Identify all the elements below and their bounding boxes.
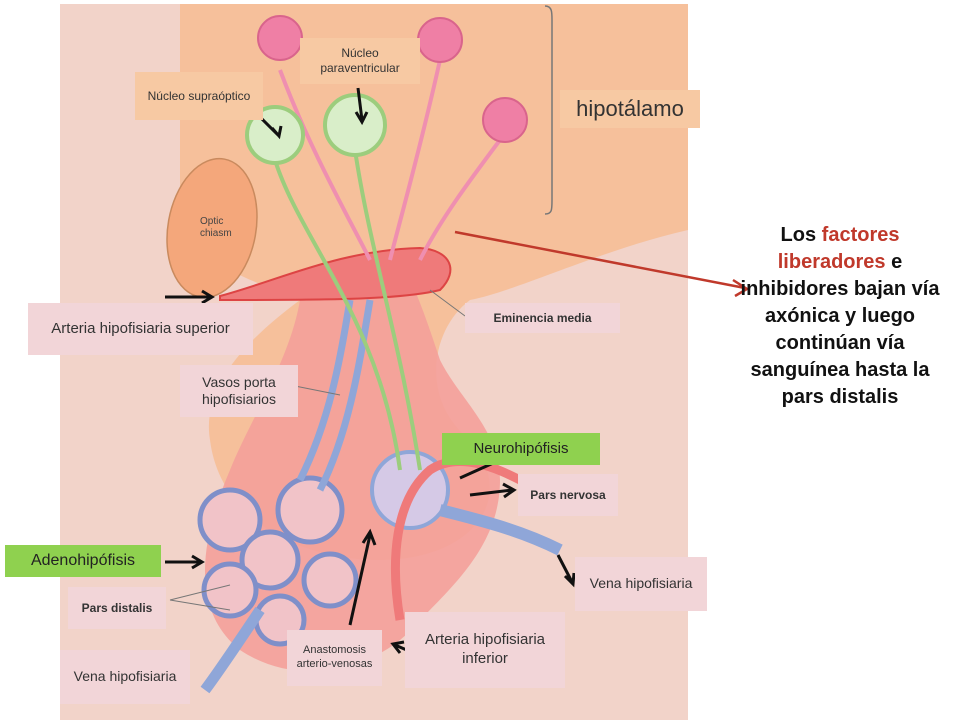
label-median-eminence: Eminencia media (465, 303, 620, 333)
axon (353, 149, 422, 471)
pars-distalis-lobules (197, 475, 359, 647)
label-supraoptic: Núcleo supraóptico (135, 72, 263, 120)
neuron (245, 105, 305, 165)
neuron (482, 97, 528, 143)
lobule (201, 561, 259, 619)
optic-chiasm-label-line: Optic (200, 216, 223, 227)
red-pointer-arrow (454, 230, 750, 298)
capillary-plexus (219, 246, 452, 302)
arrow (348, 528, 377, 626)
label-paraventricular: Núcleo paraventricular (300, 38, 420, 84)
leader-line (429, 289, 466, 317)
label-portal-vessels: Vasos porta hipofisiarios (180, 365, 298, 417)
lobule (239, 529, 301, 591)
leader-line (289, 384, 341, 396)
leader-lines (169, 289, 466, 611)
label-neurohypophysis: Neurohipófisis (442, 433, 600, 465)
inferior-artery-vessel (390, 457, 523, 621)
explanation-text: Los factores liberadores e inhibidores b… (730, 222, 950, 411)
arrow (165, 554, 205, 570)
portal-vessels (296, 299, 374, 492)
axon (418, 138, 502, 261)
axon (278, 69, 372, 261)
pointer-arrows (165, 87, 576, 662)
label-vein-left: Vena hipofisiaria (60, 650, 190, 704)
axon (273, 159, 402, 471)
pink-neurons (257, 15, 528, 143)
label-pars-nervosa: Pars nervosa (518, 474, 618, 516)
neuron (257, 15, 303, 61)
arrow (165, 289, 215, 305)
arrow (556, 554, 576, 588)
label-hypothalamus: hipotálamo (560, 90, 700, 128)
label-anastomosis: Anastomosis arterio-venosas (287, 630, 382, 686)
right-vein-vessel (438, 504, 563, 556)
explanation-highlight: factores liberadores (777, 224, 900, 273)
axons (273, 59, 502, 471)
neuron (323, 93, 387, 157)
green-neurons (245, 93, 387, 165)
label-superior-artery: Arteria hipofisiaria superior (28, 303, 253, 355)
left-vein-vessel (200, 606, 265, 694)
arrow (354, 87, 369, 126)
neuron (417, 17, 463, 63)
arrow (469, 482, 517, 499)
label-inferior-artery: Arteria hipofisiaria inferior (405, 612, 565, 688)
label-adenohypophysis: Adenohipófisis (5, 545, 161, 577)
lobule (275, 475, 345, 545)
label-pars-distalis: Pars distalis (68, 587, 166, 629)
label-vein-right: Vena hipofisiaria (575, 557, 707, 611)
hypothalamus-bracket (544, 5, 553, 215)
lobule (197, 487, 263, 553)
optic-chiasm-label-line: chiasm (200, 228, 232, 239)
axon (388, 59, 442, 261)
leader-line (169, 584, 231, 611)
lobule (301, 551, 359, 609)
explanation-part1: Los (780, 224, 822, 246)
explanation-part2: e inhibidores bajan vía axónica y luego … (740, 251, 940, 408)
